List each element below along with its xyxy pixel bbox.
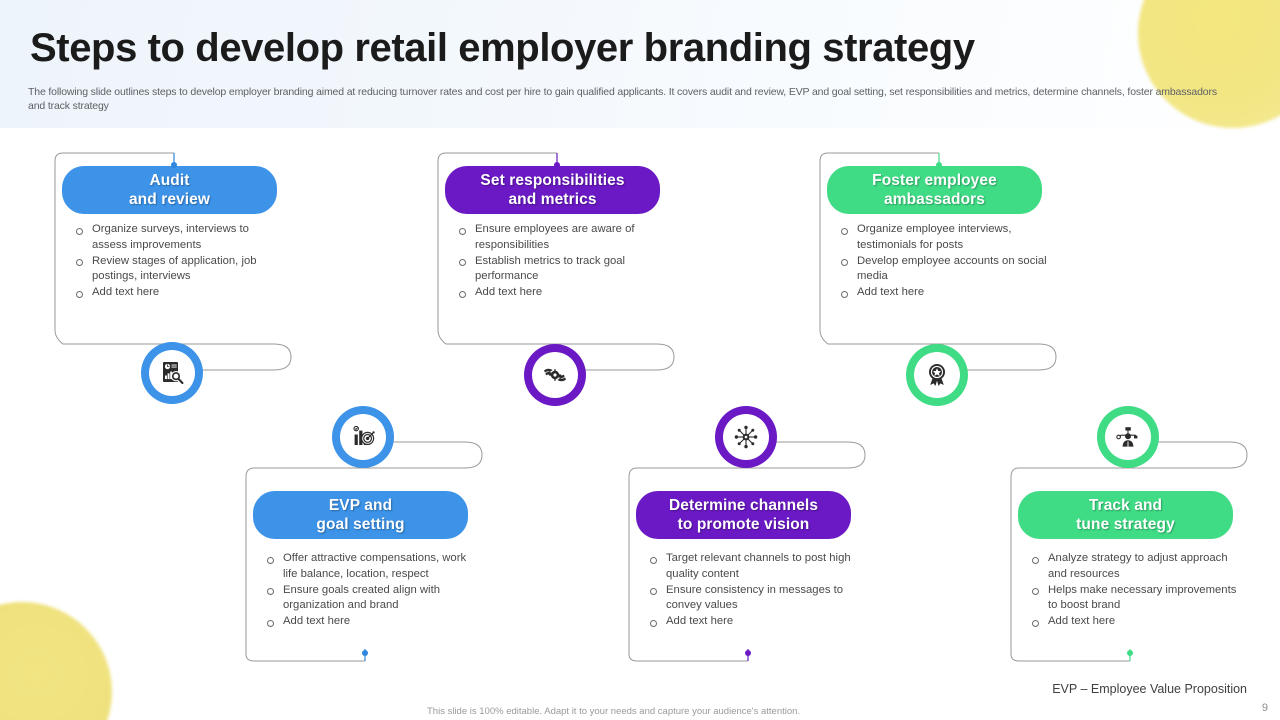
step-title-line2: and review [128, 191, 211, 208]
list-item: Target relevant channels to post high qu… [646, 551, 861, 583]
step-anchor-dot [745, 650, 751, 656]
step-anchor-dot [1127, 650, 1133, 656]
step-icon-badge-set-responsibilities-and-metrics[interactable] [524, 344, 586, 406]
person-org-chart-icon [1116, 427, 1138, 447]
list-item: Establish metrics to track goal performa… [455, 254, 670, 286]
step-anchor-dot [171, 162, 177, 168]
page-title: Steps to develop retail employer brandin… [30, 26, 975, 70]
list-item: Organize employee interviews, testimonia… [837, 222, 1052, 254]
hands-holding-gear-icon [544, 368, 566, 382]
list-item: Add text here [1028, 614, 1243, 630]
step-icon-badge-evp-and-goal-setting[interactable] [332, 406, 394, 468]
step-node-evp-and-goal-setting[interactable]: EVP and goal setting Offer attractive co… [245, 441, 545, 663]
list-item: Develop employee accounts on social medi… [837, 254, 1052, 286]
step-icon-badge-foster-employee-ambassadors[interactable] [906, 344, 968, 406]
step-node-audit-and-review[interactable]: Audit and review Organize surveys, inter… [54, 152, 354, 382]
list-item: Add text here [646, 614, 861, 630]
list-item: Ensure employees are aware of responsibi… [455, 222, 670, 254]
step-title-pill[interactable]: Set responsibilities and metrics [445, 166, 660, 214]
list-item: Add text here [72, 285, 287, 301]
list-item: Offer attractive compensations, work lif… [263, 551, 478, 583]
step-title-line2: tune strategy [1076, 516, 1175, 533]
editable-note: This slide is 100% editable. Adapt it to… [427, 706, 801, 717]
step-anchor-dot [936, 162, 942, 168]
step-title-line1: EVP and [328, 497, 393, 514]
list-item: Helps make necessary improvements to boo… [1028, 583, 1243, 615]
list-item: Add text here [837, 285, 1052, 301]
step-title-line1: Audit [149, 172, 190, 189]
step-title-line1: Determine channels [668, 497, 819, 514]
list-item: Add text here [455, 285, 670, 301]
step-node-track-and-tune-strategy[interactable]: Track and tune strategy Analyze strategy… [1010, 441, 1280, 663]
list-item: Analyze strategy to adjust approach and … [1028, 551, 1243, 583]
step-anchor-dot [554, 162, 560, 168]
step-bullet-list: Analyze strategy to adjust approach and … [1028, 551, 1243, 630]
step-title-pill[interactable]: Determine channels to promote vision [636, 491, 851, 539]
step-title-pill[interactable]: EVP and goal setting [253, 491, 468, 539]
step-bullet-list: Organize surveys, interviews to assess i… [72, 222, 287, 301]
header-background-wash [0, 0, 1280, 128]
list-item: Ensure consistency in messages to convey… [646, 583, 861, 615]
list-item: Add text here [263, 614, 478, 630]
step-icon-badge-audit-and-review[interactable] [141, 342, 203, 404]
step-bullet-list: Organize employee interviews, testimonia… [837, 222, 1052, 301]
step-title-line2: to promote vision [677, 516, 810, 533]
list-item: Ensure goals created align with organiza… [263, 583, 478, 615]
step-title-line1: Set responsibilities [480, 172, 625, 189]
step-node-set-responsibilities-and-metrics[interactable]: Set responsibilities and metrics Ensure … [437, 152, 737, 382]
step-node-foster-employee-ambassadors[interactable]: Foster employee ambassadors Organize emp… [819, 152, 1119, 382]
step-icon-badge-determine-channels-to-promote-vision[interactable] [715, 406, 777, 468]
network-hub-icon [734, 425, 758, 449]
step-bullet-list: Ensure employees are aware of responsibi… [455, 222, 670, 301]
step-title-line1: Track and [1088, 497, 1163, 514]
bar-chart-target-icon [353, 425, 375, 445]
step-anchor-dot [362, 650, 368, 656]
page-number: 9 [1261, 702, 1268, 714]
step-title-line2: and metrics [508, 191, 597, 208]
evp-legend: EVP – Employee Value Proposition [1052, 682, 1247, 696]
step-title-pill[interactable]: Audit and review [62, 166, 277, 214]
list-item: Organize surveys, interviews to assess i… [72, 222, 287, 254]
step-title-line2: ambassadors [883, 191, 986, 208]
step-node-determine-channels-to-promote-vision[interactable]: Determine channels to promote vision Tar… [628, 441, 928, 663]
step-title-line1: Foster employee [872, 172, 997, 189]
page-subtitle: The following slide outlines steps to de… [28, 86, 1217, 112]
step-title-pill[interactable]: Foster employee ambassadors [827, 166, 1042, 214]
step-bullet-list: Target relevant channels to post high qu… [646, 551, 861, 630]
step-icon-badge-track-and-tune-strategy[interactable] [1097, 406, 1159, 468]
step-bullet-list: Offer attractive compensations, work lif… [263, 551, 478, 630]
list-item: Review stages of application, job postin… [72, 254, 287, 286]
step-title-line2: goal setting [316, 516, 405, 533]
step-title-pill[interactable]: Track and tune strategy [1018, 491, 1233, 539]
award-ribbon-icon [929, 364, 945, 386]
report-analysis-icon [163, 362, 184, 385]
